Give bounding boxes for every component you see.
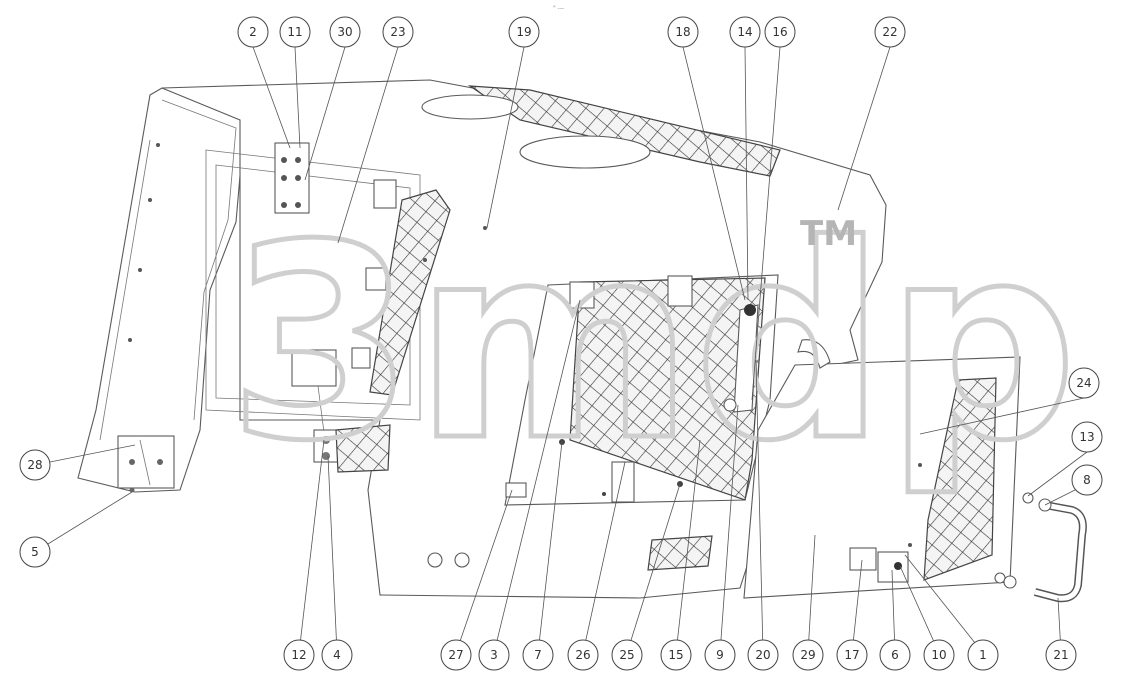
right-door-panel [743, 339, 1021, 599]
callout-13: 13 [1071, 421, 1103, 453]
callout-20: 20 [747, 639, 779, 671]
svg-text:4: 4 [333, 648, 341, 662]
callout-15: 15 [660, 639, 692, 671]
door-assembly [504, 274, 779, 571]
callout-27: 27 [440, 639, 472, 671]
hose-elbow [797, 339, 831, 369]
roof-opening-left [421, 94, 519, 120]
svg-text:27: 27 [448, 648, 463, 662]
roof-opening-right [519, 135, 651, 169]
watermark-text: 3mdp [228, 188, 1077, 500]
svg-text:15: 15 [668, 648, 683, 662]
svg-text:22: 22 [882, 25, 897, 39]
svg-text:29: 29 [800, 648, 815, 662]
callout-18: 18 [667, 16, 699, 48]
svg-text:19: 19 [516, 25, 531, 39]
latch-bracket-lower [351, 347, 371, 369]
svg-text:8: 8 [1083, 473, 1091, 487]
left-side-panel [77, 87, 246, 493]
svg-text:18: 18 [675, 25, 690, 39]
door-check-strap [611, 461, 635, 503]
svg-text:13: 13 [1079, 430, 1094, 444]
lower-mesh [335, 424, 391, 473]
callout-25: 25 [611, 639, 643, 671]
callout-10: 10 [923, 639, 955, 671]
callout-3: 3 [478, 639, 510, 671]
callout-19: 19 [508, 16, 540, 48]
lamp-left [427, 552, 443, 568]
latch-box [877, 551, 909, 583]
svg-text:30: 30 [337, 25, 352, 39]
callout-11: 11 [279, 16, 311, 48]
bracket-28 [117, 435, 175, 489]
callout-30: 30 [329, 16, 361, 48]
svg-text:9: 9 [716, 648, 724, 662]
callout-9: 9 [704, 639, 736, 671]
callout-14: 14 [729, 16, 761, 48]
svg-text:12: 12 [291, 648, 306, 662]
svg-text:20: 20 [755, 648, 770, 662]
latch-bracket [365, 267, 387, 291]
svg-text:7: 7 [534, 648, 542, 662]
svg-text:11: 11 [287, 25, 302, 39]
hinge-plate-right [373, 179, 397, 209]
callout-23: 23 [382, 16, 414, 48]
callout-12: 12 [283, 639, 315, 671]
watermark: 3mdp TM [226, 186, 1080, 503]
callout-7: 7 [522, 639, 554, 671]
right-panel-mesh [923, 377, 997, 581]
callout-17: 17 [836, 639, 868, 671]
callout-24: 24 [1068, 367, 1100, 399]
svg-text:25: 25 [619, 648, 634, 662]
callout-29: 29 [792, 639, 824, 671]
svg-text:23: 23 [390, 25, 405, 39]
svg-text:2: 2 [249, 25, 257, 39]
grab-handle [994, 492, 1087, 603]
callout-5: 5 [19, 536, 51, 568]
svg-text:28: 28 [27, 458, 42, 472]
step-mesh [647, 535, 713, 571]
callout-21: 21 [1045, 639, 1077, 671]
lamp-right [454, 552, 470, 568]
callout-1: 1 [967, 639, 999, 671]
svg-text:16: 16 [772, 25, 787, 39]
top-mark: " --- [553, 5, 564, 12]
svg-text:24: 24 [1076, 376, 1091, 390]
svg-text:26: 26 [575, 648, 590, 662]
callout-16: 16 [764, 16, 796, 48]
callout-8: 8 [1071, 464, 1103, 496]
watermark-trademark: TM [800, 214, 857, 254]
svg-text:5: 5 [31, 545, 39, 559]
door-hinge-upper [569, 281, 595, 309]
callout-6: 6 [879, 639, 911, 671]
door-hinge-center [667, 275, 693, 307]
callout-2: 2 [237, 16, 269, 48]
svg-text:21: 21 [1053, 648, 1068, 662]
plate-17 [849, 547, 877, 571]
svg-text:1: 1 [979, 648, 987, 662]
side-mesh-strip [369, 189, 451, 396]
leader-lines [34, 46, 1088, 654]
door-mesh-window [569, 277, 766, 501]
svg-text:3: 3 [490, 648, 498, 662]
callout-28: 28 [19, 449, 51, 481]
svg-text:6: 6 [891, 648, 899, 662]
lock-housing [291, 349, 337, 387]
svg-text:14: 14 [737, 25, 752, 39]
hinge-plate-upper [274, 142, 310, 214]
callout-22: 22 [874, 16, 906, 48]
svg-text:10: 10 [931, 648, 946, 662]
callout-4: 4 [321, 639, 353, 671]
callout-26: 26 [567, 639, 599, 671]
svg-text:17: 17 [844, 648, 859, 662]
